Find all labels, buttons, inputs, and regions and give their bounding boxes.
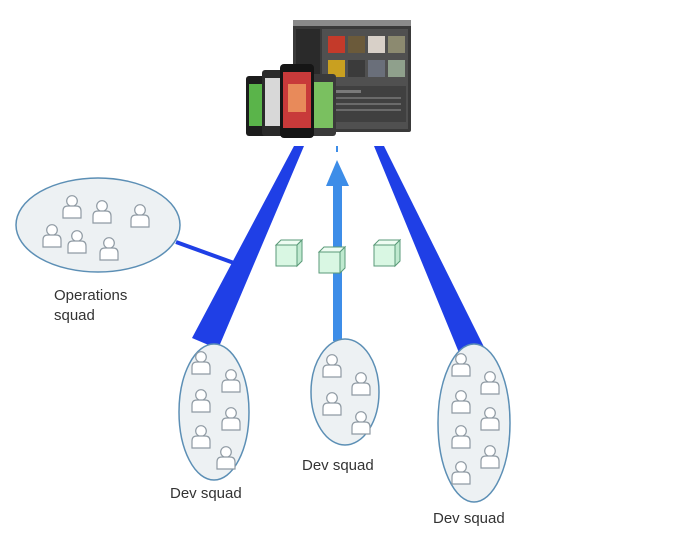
package-cube-icon bbox=[373, 239, 401, 267]
left-delivery-pipe bbox=[192, 146, 304, 349]
operations-squad-group bbox=[15, 177, 181, 273]
center-arrow-head bbox=[326, 160, 349, 186]
dev-squad-center-group bbox=[310, 338, 380, 446]
operations-squad-label-line1: Operations bbox=[54, 287, 128, 304]
package-cube-icon bbox=[275, 239, 303, 267]
right-delivery-pipe bbox=[374, 146, 488, 360]
dev-squad-center-label: Dev squad bbox=[302, 457, 374, 474]
operations-connector bbox=[175, 240, 235, 265]
devices-icon bbox=[246, 20, 411, 138]
dev-squad-right-group bbox=[437, 343, 511, 503]
dev-squad-left-group bbox=[178, 343, 250, 481]
dev-squad-left-label: Dev squad bbox=[170, 485, 242, 502]
operations-squad-label-line2: squad bbox=[54, 307, 95, 324]
dev-squad-right-label: Dev squad bbox=[433, 510, 505, 527]
package-cube-icon bbox=[318, 246, 346, 274]
